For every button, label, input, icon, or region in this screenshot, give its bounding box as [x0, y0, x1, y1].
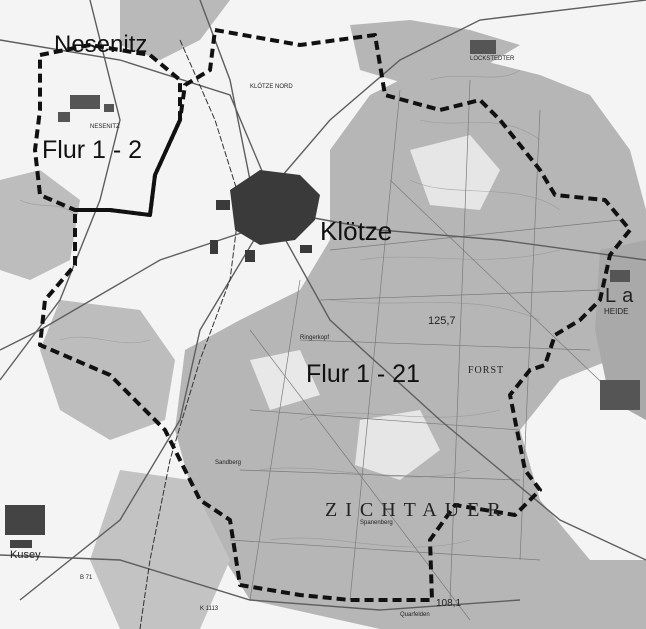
label-lockstedter: LOCKSTEDTER	[470, 56, 515, 62]
railway	[139, 39, 241, 629]
label-klotze-nord: KLÖTZE NORD	[250, 84, 293, 90]
label-kusey: Kusey	[10, 549, 41, 561]
label-spanenberg: Spanenberg	[360, 520, 393, 526]
boundary-flur-1-2	[33, 43, 182, 217]
label-forst: FORST	[468, 365, 505, 376]
forest-area-southwest	[40, 300, 175, 440]
label-klotze: Klötze	[320, 216, 393, 246]
label-ringerkopf: Ringerkopf	[300, 335, 330, 341]
label-height-108-1: 108,1	[436, 598, 462, 609]
settlement-nesenitz	[58, 95, 114, 122]
label-flur-1-2: Flur 1 - 2	[42, 136, 143, 164]
label-flur-1-21: Flur 1 - 21	[306, 360, 420, 388]
forest-area-west	[0, 170, 80, 280]
label-heide: HEIDE	[604, 307, 629, 316]
label-road-b71: B 71	[80, 575, 93, 581]
label-quarfelden: Quarfelden	[400, 612, 430, 618]
clearing	[410, 135, 500, 210]
forest-area-northwest	[120, 0, 230, 60]
settlement-kusey	[5, 505, 45, 548]
label-zichtauer: ZICHTAUER	[325, 499, 509, 521]
label-sandberg: Sandberg	[215, 460, 242, 466]
forest-area-far-east	[595, 240, 646, 420]
forest-area-south-west	[90, 470, 230, 629]
label-height-125-7: 125,7	[428, 315, 456, 327]
label-nesenitz: Nesenitz	[54, 31, 148, 58]
clearing	[250, 350, 320, 410]
forest-area-east	[175, 60, 646, 629]
boundary-flur-1-21	[38, 28, 632, 602]
settlement-klotze	[210, 170, 320, 262]
clearing	[355, 410, 440, 480]
label-la: La	[605, 285, 640, 307]
label-nesenitz-small: NESENITZ	[90, 124, 120, 130]
forest-tracks	[229, 79, 621, 621]
settlement-east	[470, 40, 640, 410]
forest-area-northeast	[350, 20, 520, 85]
label-road-k1113: K 1113	[200, 606, 219, 612]
